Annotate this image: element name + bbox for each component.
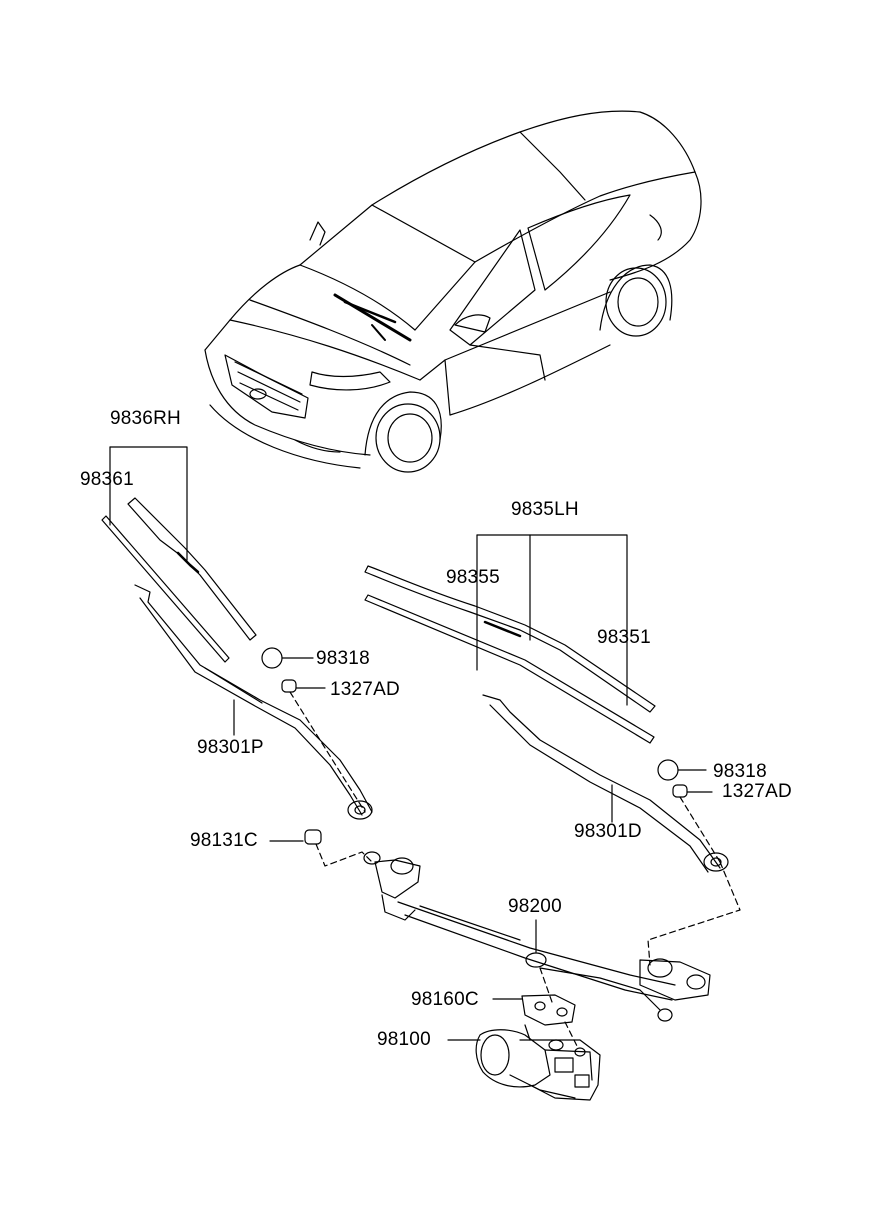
label-98361: 98361	[80, 469, 134, 490]
label-98318-left: 98318	[316, 648, 370, 669]
label-98301p: 98301P	[197, 737, 264, 758]
label-98200: 98200	[508, 896, 562, 917]
label-98100: 98100	[377, 1029, 431, 1050]
label-98131c: 98131C	[190, 830, 258, 851]
wiper-arm-passenger	[134, 584, 373, 820]
label-1327ad-right: 1327AD	[722, 781, 792, 802]
label-9836rh: 9836RH	[110, 408, 181, 429]
label-98355: 98355	[446, 567, 500, 588]
wiper-linkage	[363, 851, 711, 1022]
label-98301d: 98301D	[574, 821, 642, 842]
label-98351: 98351	[597, 627, 651, 648]
sedan-car-illustration	[204, 110, 702, 473]
cap-nut-right	[647, 759, 741, 966]
wiper-arm-driver	[482, 694, 729, 873]
bolt-98131c	[269, 829, 373, 867]
label-98160c: 98160C	[411, 989, 479, 1010]
cap-nut-left	[261, 647, 366, 813]
wiper-motor	[447, 1024, 601, 1101]
label-1327ad-left: 1327AD	[330, 679, 400, 700]
bracket-98160c	[492, 994, 579, 1049]
label-98318-right: 98318	[713, 761, 767, 782]
wiper-blade-lh-group	[364, 534, 656, 744]
wiper-blade-rh-group	[101, 446, 257, 663]
label-9835lh: 9835LH	[511, 499, 579, 520]
